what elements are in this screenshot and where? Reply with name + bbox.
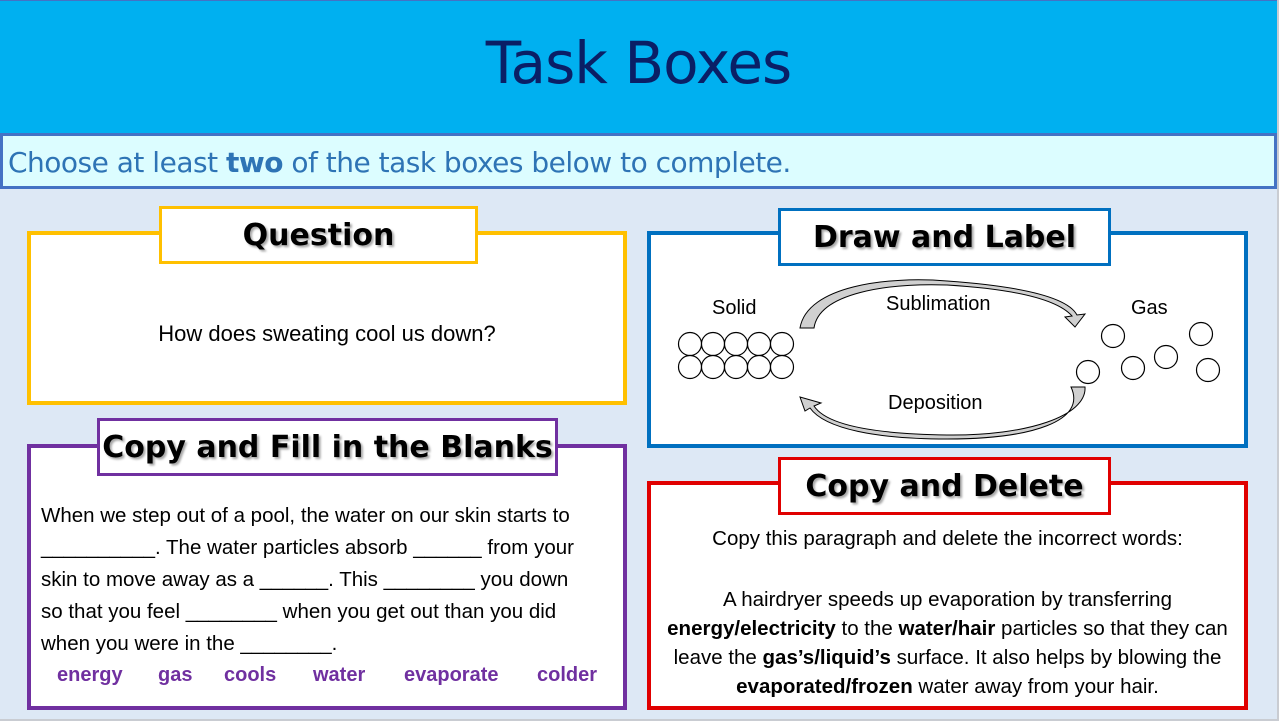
- solid-label: Solid: [712, 297, 757, 319]
- state-change-diagram: Solid Gas Sublimation Deposition: [647, 231, 1248, 448]
- fill-blanks-box: When we step out of a pool, the water on…: [27, 444, 627, 710]
- copy-delete-instruction: Copy this paragraph and delete the incor…: [712, 527, 1183, 550]
- choice-water-hair: water/hair: [898, 617, 996, 640]
- instruction-text: Choose at least two of the task boxes be…: [8, 146, 791, 179]
- deposition-label: Deposition: [888, 392, 983, 414]
- word-bank-item: gas: [158, 664, 193, 686]
- instruction-emphasis: two: [225, 146, 284, 179]
- fill-blanks-paragraph: When we step out of a pool, the water on…: [41, 500, 626, 660]
- fill-line: __________. The water particles absorb _…: [41, 536, 574, 559]
- choice-evaporated-frozen: evaporated/frozen: [736, 675, 913, 698]
- word-bank: energy gas cools water evaporate colder: [57, 664, 597, 687]
- copy-delete-box: Copy this paragraph and delete the incor…: [647, 481, 1248, 710]
- word-bank-item: evaporate: [404, 664, 499, 686]
- question-text: How does sweating cool us down?: [158, 321, 496, 346]
- fill-line: When we step out of a pool, the water on…: [41, 504, 570, 527]
- gas-particles-icon: [1075, 321, 1221, 385]
- copy-delete-paragraph: A hairdryer speeds up evaporation by tra…: [655, 585, 1240, 701]
- choice-energy-electricity: energy/electricity: [667, 617, 836, 640]
- fill-line: so that you feel ________ when you get o…: [41, 600, 557, 623]
- particle-diagram-graphic: [677, 279, 1221, 440]
- fill-line: when you were in the ________.: [41, 632, 338, 655]
- paragraph-text: particles so that they can leave the: [673, 617, 1228, 669]
- instruction-pre: Choose at least: [8, 146, 226, 179]
- paragraph-text: to the: [835, 617, 899, 640]
- page-title: Task Boxes: [485, 29, 793, 97]
- copy-delete-box-title: Copy and Delete: [778, 457, 1111, 515]
- instruction-post: of the task boxes below to complete.: [282, 146, 791, 179]
- fill-blanks-box-title: Copy and Fill in the Blanks: [97, 418, 558, 476]
- word-bank-item: energy: [57, 664, 123, 686]
- deposition-arrow-icon: [799, 386, 1086, 440]
- solid-particles-icon: [677, 331, 795, 380]
- sublimation-label: Sublimation: [886, 293, 991, 315]
- sublimation-arrow-icon: [799, 279, 1087, 329]
- question-box-title: Question: [159, 206, 478, 264]
- paragraph-text: surface. It also helps by blowing the: [890, 646, 1222, 669]
- instruction-banner: Choose at least two of the task boxes be…: [0, 133, 1277, 189]
- gas-label: Gas: [1131, 297, 1168, 319]
- word-bank-item: colder: [537, 664, 598, 686]
- paragraph-text: water away from your hair.: [912, 675, 1159, 698]
- choice-gas-liquid: gas’s/liquid’s: [762, 646, 891, 669]
- draw-label-box-title: Draw and Label: [778, 208, 1111, 266]
- word-bank-item: cools: [224, 664, 277, 686]
- word-bank-item: water: [313, 664, 366, 686]
- fill-line: skin to move away as a ______. This ____…: [41, 568, 569, 591]
- title-bar: Task Boxes: [0, 0, 1277, 133]
- paragraph-text: A hairdryer speeds up evaporation by tra…: [723, 588, 1172, 611]
